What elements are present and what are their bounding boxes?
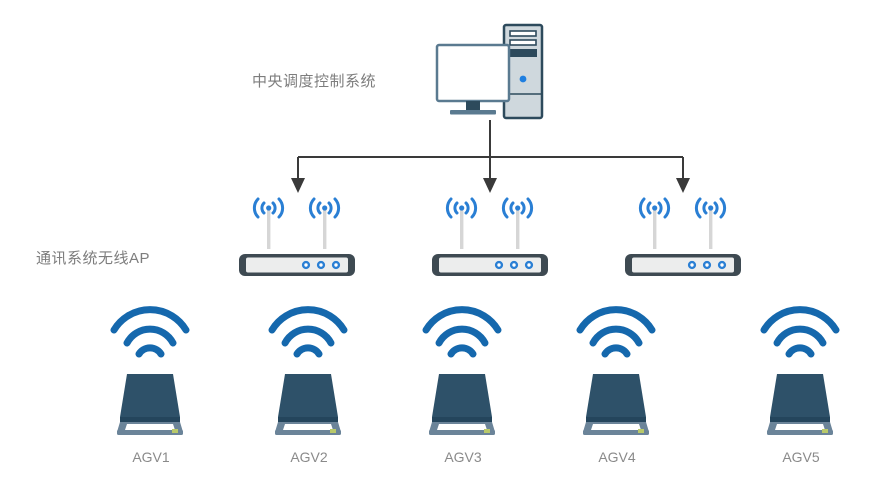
wifi-signal-icon	[268, 306, 348, 358]
agv-node-4[interactable]: AGV4	[572, 306, 662, 464]
wireless-router-icon	[239, 197, 355, 276]
access-point-3[interactable]	[619, 193, 747, 281]
wifi-signal-icon	[760, 306, 840, 358]
wireless-router-icon	[625, 197, 741, 276]
agv-label: AGV1	[132, 449, 170, 465]
access-point-1[interactable]	[233, 193, 361, 281]
agv-node-1[interactable]: AGV1	[106, 306, 196, 464]
desktop-computer-icon	[435, 23, 544, 120]
access-point-2[interactable]	[426, 193, 554, 281]
agv-label: AGV4	[598, 449, 636, 465]
wifi-signal-icon	[422, 306, 502, 358]
agv-node-3[interactable]: AGV3	[418, 306, 508, 464]
central-computer-node[interactable]	[434, 22, 546, 124]
agv-vehicle-icon	[583, 374, 649, 435]
wireless-router-icon	[432, 197, 548, 276]
agv-label: AGV3	[444, 449, 482, 465]
agv-node-2[interactable]: AGV2	[264, 306, 354, 464]
wifi-signal-icon	[110, 306, 190, 358]
agv-label: AGV5	[782, 449, 820, 465]
agv-node-5[interactable]: AGV5	[756, 306, 846, 464]
agv-vehicle-icon	[767, 374, 833, 435]
agv-vehicle-icon	[117, 374, 183, 435]
agv-label: AGV2	[290, 449, 328, 465]
agv-vehicle-icon	[275, 374, 341, 435]
agv-vehicle-icon	[429, 374, 495, 435]
wifi-signal-icon	[576, 306, 656, 358]
access-point-label: 通讯系统无线AP	[36, 250, 151, 267]
central-system-label: 中央调度控制系统	[252, 73, 377, 90]
